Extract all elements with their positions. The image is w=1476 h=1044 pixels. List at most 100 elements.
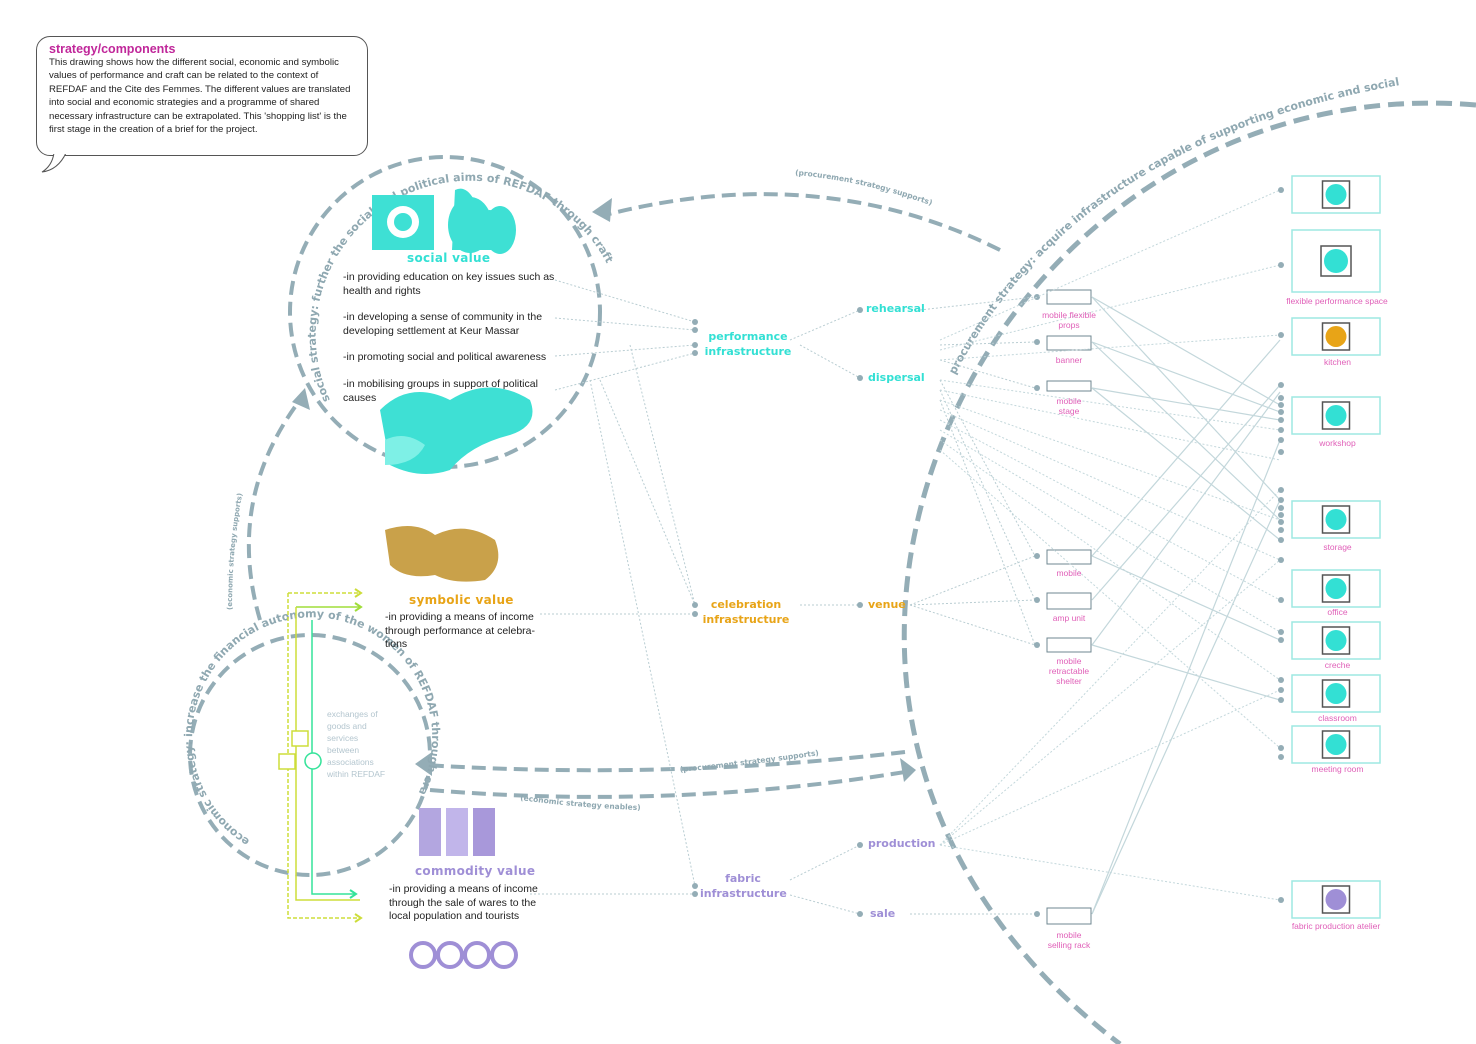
procurement-supports-top-text: (procurement strategy supports) [795, 168, 934, 207]
space-dot [1278, 417, 1284, 423]
activity-dots [857, 307, 863, 917]
economic-support-arrow [246, 398, 302, 621]
space-plan-frame [1321, 679, 1351, 708]
space-dot [1278, 505, 1284, 511]
space-dot [1278, 745, 1284, 751]
space-dot [1278, 497, 1284, 503]
space-dot [1278, 537, 1284, 543]
commodity-value-images [409, 808, 518, 969]
space-label: flexible performance space [1286, 296, 1388, 306]
procurement-support-arrow-bottom [424, 750, 906, 773]
space-label: fabric production atelier [1291, 921, 1381, 931]
production-label: production [868, 837, 936, 850]
intro-body: This drawing shows how the different soc… [49, 57, 351, 136]
space-dot [1278, 187, 1284, 193]
space-label: office [1327, 607, 1348, 617]
space-dot [1278, 519, 1284, 525]
space-plan-frame [1321, 505, 1351, 534]
social-value-images [372, 188, 533, 474]
space-links-dotted [939, 189, 1281, 901]
infrastructure-dots [692, 319, 698, 897]
space-plan-fill [1325, 509, 1347, 530]
procurement-arc [901, 100, 1476, 1044]
space-plan-fill [1325, 326, 1347, 347]
space-plan-frame [1320, 245, 1352, 277]
space-links [1091, 296, 1281, 915]
space-dot [1278, 697, 1284, 703]
space-dot [1278, 487, 1284, 493]
social-point-3: -in promoting social and political aware… [343, 351, 547, 363]
space-dot [1278, 754, 1284, 760]
mobile-item-label: mobile flexible props [1042, 310, 1096, 330]
arrow-icon [900, 758, 916, 782]
space-dot [1278, 512, 1284, 518]
mobile-item-label: mobile selling rack [1047, 930, 1091, 950]
sale-label: sale [870, 907, 896, 920]
space-dot [1278, 897, 1284, 903]
space-dot [1278, 449, 1284, 455]
commodity-value-text: -in providing a means of income through … [389, 883, 538, 922]
space-plan-fill [1324, 249, 1348, 273]
rehearsal-label: rehearsal [866, 302, 925, 315]
space-plan-fill [1325, 405, 1347, 426]
space-plan-fill [1325, 578, 1347, 599]
space-dot [1278, 332, 1284, 338]
value-links [530, 279, 696, 895]
space-dot [1278, 409, 1284, 415]
space-plan-frame [1321, 180, 1351, 209]
space-boxes [1291, 175, 1381, 919]
venue-label: venue [868, 598, 906, 611]
space-dot [1278, 527, 1284, 533]
dispersal-label: dispersal [868, 371, 925, 384]
space-label: classroom [1318, 713, 1357, 723]
space-dot [1278, 629, 1284, 635]
space-label: creche [1324, 660, 1351, 670]
mobile-dots [1034, 294, 1040, 917]
celebration-infrastructure-label: celebration infrastructure [702, 598, 790, 626]
arrow-icon [415, 752, 432, 776]
symbolic-value-image [385, 526, 499, 582]
space-plan-frame [1321, 322, 1351, 351]
space-label: workshop [1319, 438, 1356, 448]
economic-enables-arrow [429, 770, 906, 799]
space-dot [1278, 637, 1284, 643]
space-dot [1278, 557, 1284, 563]
mobile-item-label: mobile stage [1056, 396, 1082, 416]
space-plan-fill [1325, 184, 1347, 205]
economic-supports-text: (economic strategy supports) [226, 492, 244, 610]
space-dot [1278, 677, 1284, 683]
mobile-item-label: mobile [1056, 568, 1082, 578]
mobile-item-label: amp unit [1052, 613, 1086, 623]
arrow-icon [292, 388, 310, 410]
space-dot [1278, 402, 1284, 408]
exchange-diagram [278, 588, 363, 923]
callout-tail [41, 152, 67, 173]
activity-links [789, 309, 861, 915]
space-label: meeting room [1311, 764, 1364, 774]
space-plan-fill [1325, 734, 1347, 755]
space-dot [1278, 597, 1284, 603]
space-plan-frame [1321, 574, 1351, 603]
arrow-icon [592, 198, 612, 222]
space-dot [1278, 427, 1284, 433]
space-plan-fill [1325, 683, 1347, 704]
space-label: storage [1323, 542, 1352, 552]
intro-callout: strategy/components This drawing shows h… [36, 36, 368, 156]
space-dot [1278, 437, 1284, 443]
space-plan-frame [1321, 401, 1351, 430]
social-point-1: -in providing education on key issues su… [343, 271, 555, 297]
space-plan-fill [1325, 889, 1347, 910]
exchange-text: exchanges of goods and services between … [327, 709, 386, 779]
space-label: kitchen [1324, 357, 1351, 367]
space-plan-frame [1321, 730, 1351, 759]
performance-infrastructure-label: performance infrastructure [704, 330, 792, 358]
space-dot [1278, 395, 1284, 401]
mobile-links [909, 296, 1036, 915]
social-point-2: -in developing a sense of community in t… [343, 311, 543, 337]
mobile-item-icons [1046, 289, 1092, 925]
symbolic-value-title: symbolic value [409, 593, 514, 607]
social-value-title: social value [407, 251, 491, 265]
space-plan-frame [1321, 626, 1351, 655]
space-dot [1278, 262, 1284, 268]
social-point-4: -in mobilising groups in support of poli… [343, 378, 538, 404]
